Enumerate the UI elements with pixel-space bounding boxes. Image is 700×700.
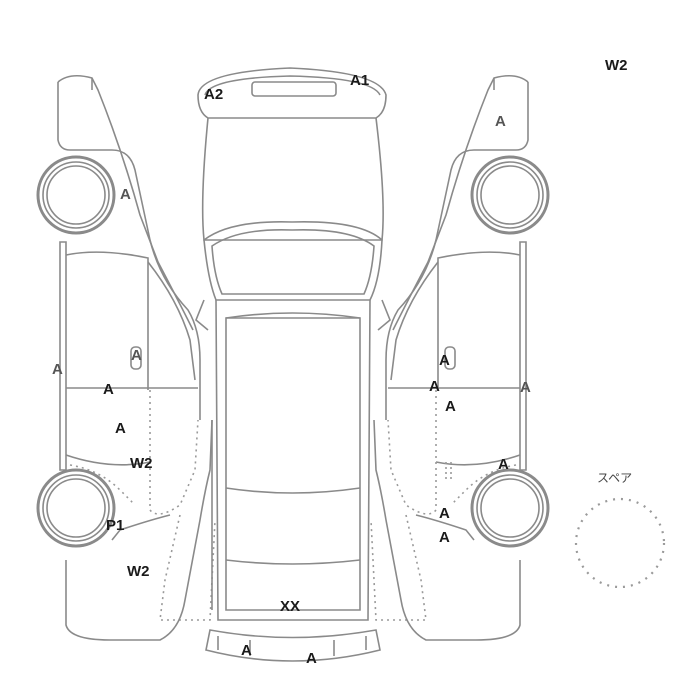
mark-front-bumper-left: A2 bbox=[204, 86, 224, 103]
mark-left-door-lower: A bbox=[103, 381, 114, 398]
right-side-view bbox=[370, 74, 550, 641]
mark-rear-bumper-left: A bbox=[241, 642, 252, 659]
mark-left-rear-quarter: W2 bbox=[130, 455, 153, 472]
mark-right-front-fender: A bbox=[495, 113, 506, 130]
mark-right-rear-wheel-lower: A bbox=[439, 529, 450, 546]
mark-left-rear-door: A bbox=[115, 420, 126, 437]
mark-right-sill: A bbox=[520, 379, 531, 396]
mark-left-front-fender: A bbox=[120, 186, 131, 203]
mark-right-door-handle: A bbox=[429, 378, 440, 395]
mark-right-rear-quarter: A bbox=[498, 456, 509, 473]
corner-code: W2 bbox=[605, 57, 628, 74]
mark-trunk: XX bbox=[280, 598, 301, 615]
mark-left-rear-bumper: W2 bbox=[127, 563, 150, 580]
top-view bbox=[195, 67, 391, 662]
mark-left-door-handle: A bbox=[131, 347, 142, 364]
mark-right-door-upper: A bbox=[439, 352, 450, 369]
spare-label: スペア bbox=[597, 471, 633, 485]
mark-right-door-lower: A bbox=[445, 398, 456, 415]
mark-left-sill: A bbox=[52, 361, 63, 378]
mark-right-rear-wheel-upper: A bbox=[439, 505, 450, 522]
mark-left-rear-wheel: P1 bbox=[106, 517, 125, 534]
mark-rear-bumper-right: A bbox=[306, 650, 317, 667]
left-side-view bbox=[36, 74, 216, 641]
spare-tire-outline bbox=[574, 497, 666, 589]
mark-front-bumper-right: A1 bbox=[350, 72, 370, 89]
